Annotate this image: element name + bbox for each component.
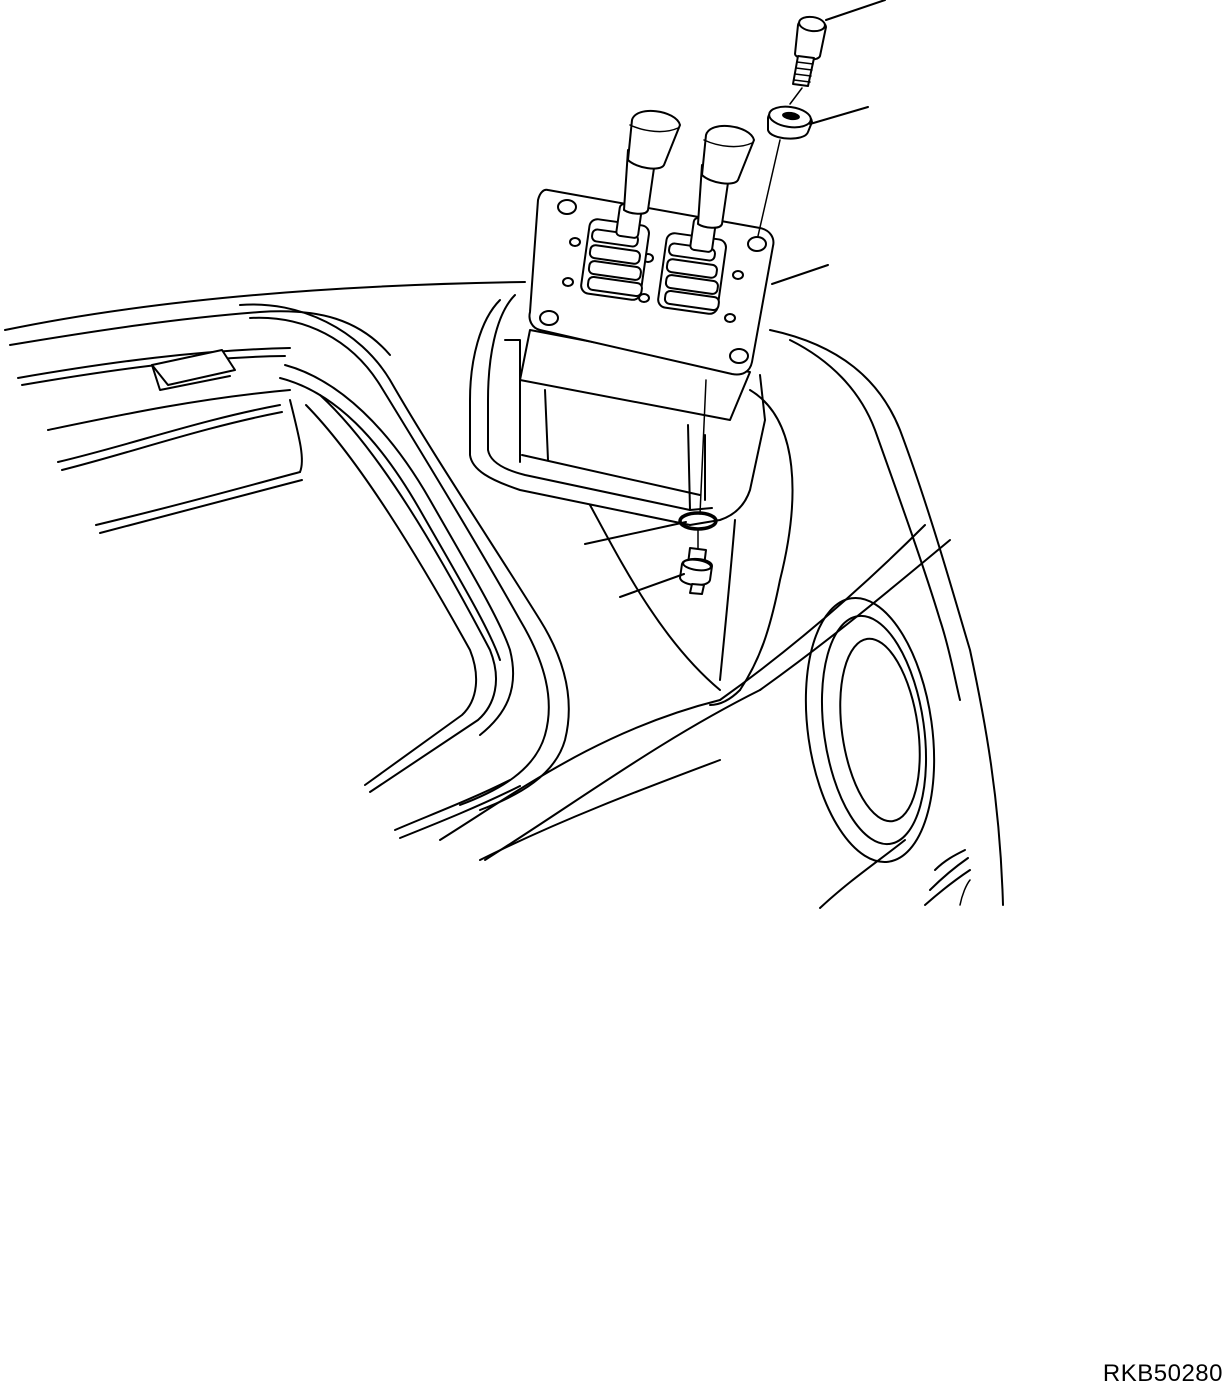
left-lever-boot — [580, 218, 650, 301]
leader-lines — [584, 0, 886, 598]
right-lever-boot — [657, 232, 727, 315]
o-ring — [678, 511, 718, 531]
control-unit-recess — [469, 294, 794, 706]
adapter-fitting — [679, 547, 713, 595]
round-port — [804, 597, 936, 863]
console-body — [4, 281, 1004, 909]
assembly-lines — [697, 87, 803, 549]
washer — [767, 105, 813, 140]
left-lever — [615, 109, 681, 239]
control-unit — [519, 109, 775, 421]
cap-screw — [792, 15, 827, 87]
vent-slots — [924, 849, 971, 906]
right-lever — [689, 124, 755, 253]
drawing-code: RKB50280 — [1102, 1360, 1223, 1387]
